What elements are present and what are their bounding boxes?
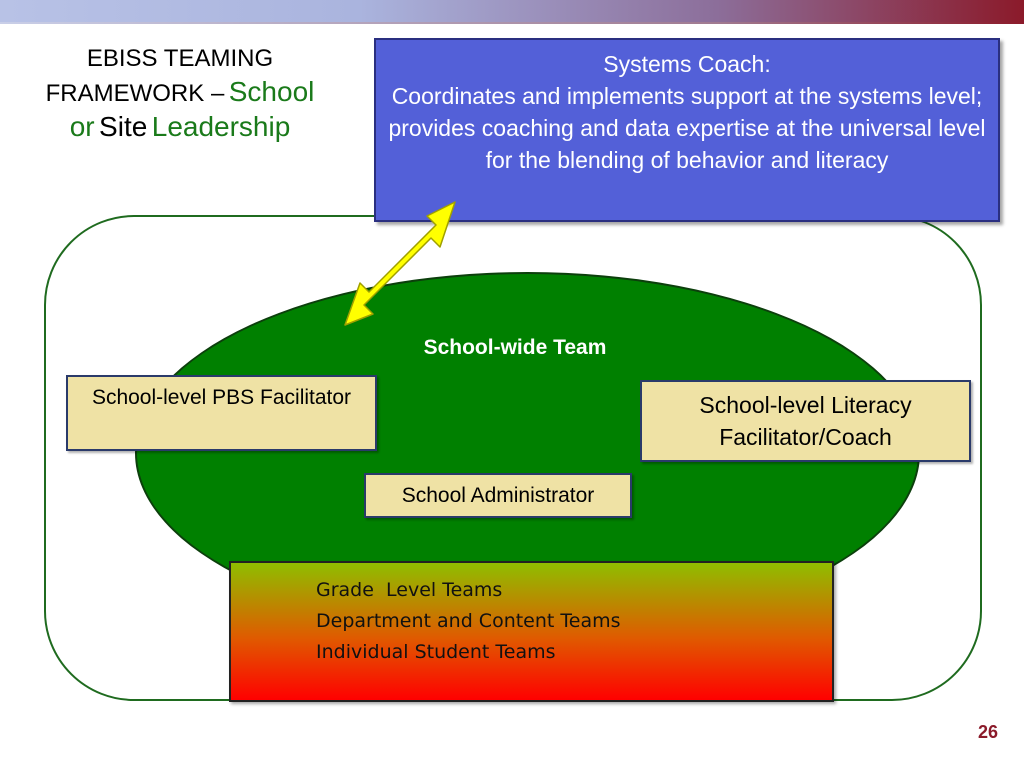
sub-team-item: Department and Content Teams [316,610,621,632]
pbs-facilitator-box: School-level PBS Facilitator [66,375,377,451]
page-number: 26 [977,722,998,742]
systems-coach-box: Systems Coach: Coordinates and implement… [374,38,1000,222]
slide-title: EBISS TEAMING FRAMEWORK – School or Site… [10,44,350,144]
sub-teams-box: Grade Level Teams Department and Content… [229,561,834,702]
title-word-school: School [228,76,315,107]
title-word-leadership: Leadership [151,111,291,142]
title-word-site: Site [99,111,148,142]
systems-coach-description: Coordinates and implements support at th… [388,83,986,173]
header-divider [0,22,1024,24]
systems-coach-heading: Systems Coach: [603,51,771,77]
title-word-or: or [69,111,95,142]
sub-team-item: Grade Level Teams [316,579,503,601]
double-arrow-shape [344,201,456,326]
double-arrow-icon [344,201,456,326]
sub-teams-list: Grade Level Teams Department and Content… [316,575,621,668]
sub-team-item: Individual Student Teams [316,641,556,663]
literacy-facilitator-box: School-level Literacy Facilitator/Coach [640,380,971,462]
header-gradient-bar [0,0,1024,22]
title-line-2: FRAMEWORK – [45,80,225,107]
title-line-1: EBISS TEAMING [86,45,274,72]
school-wide-team-label: School-wide Team [423,336,607,359]
administrator-box: School Administrator [364,473,632,518]
